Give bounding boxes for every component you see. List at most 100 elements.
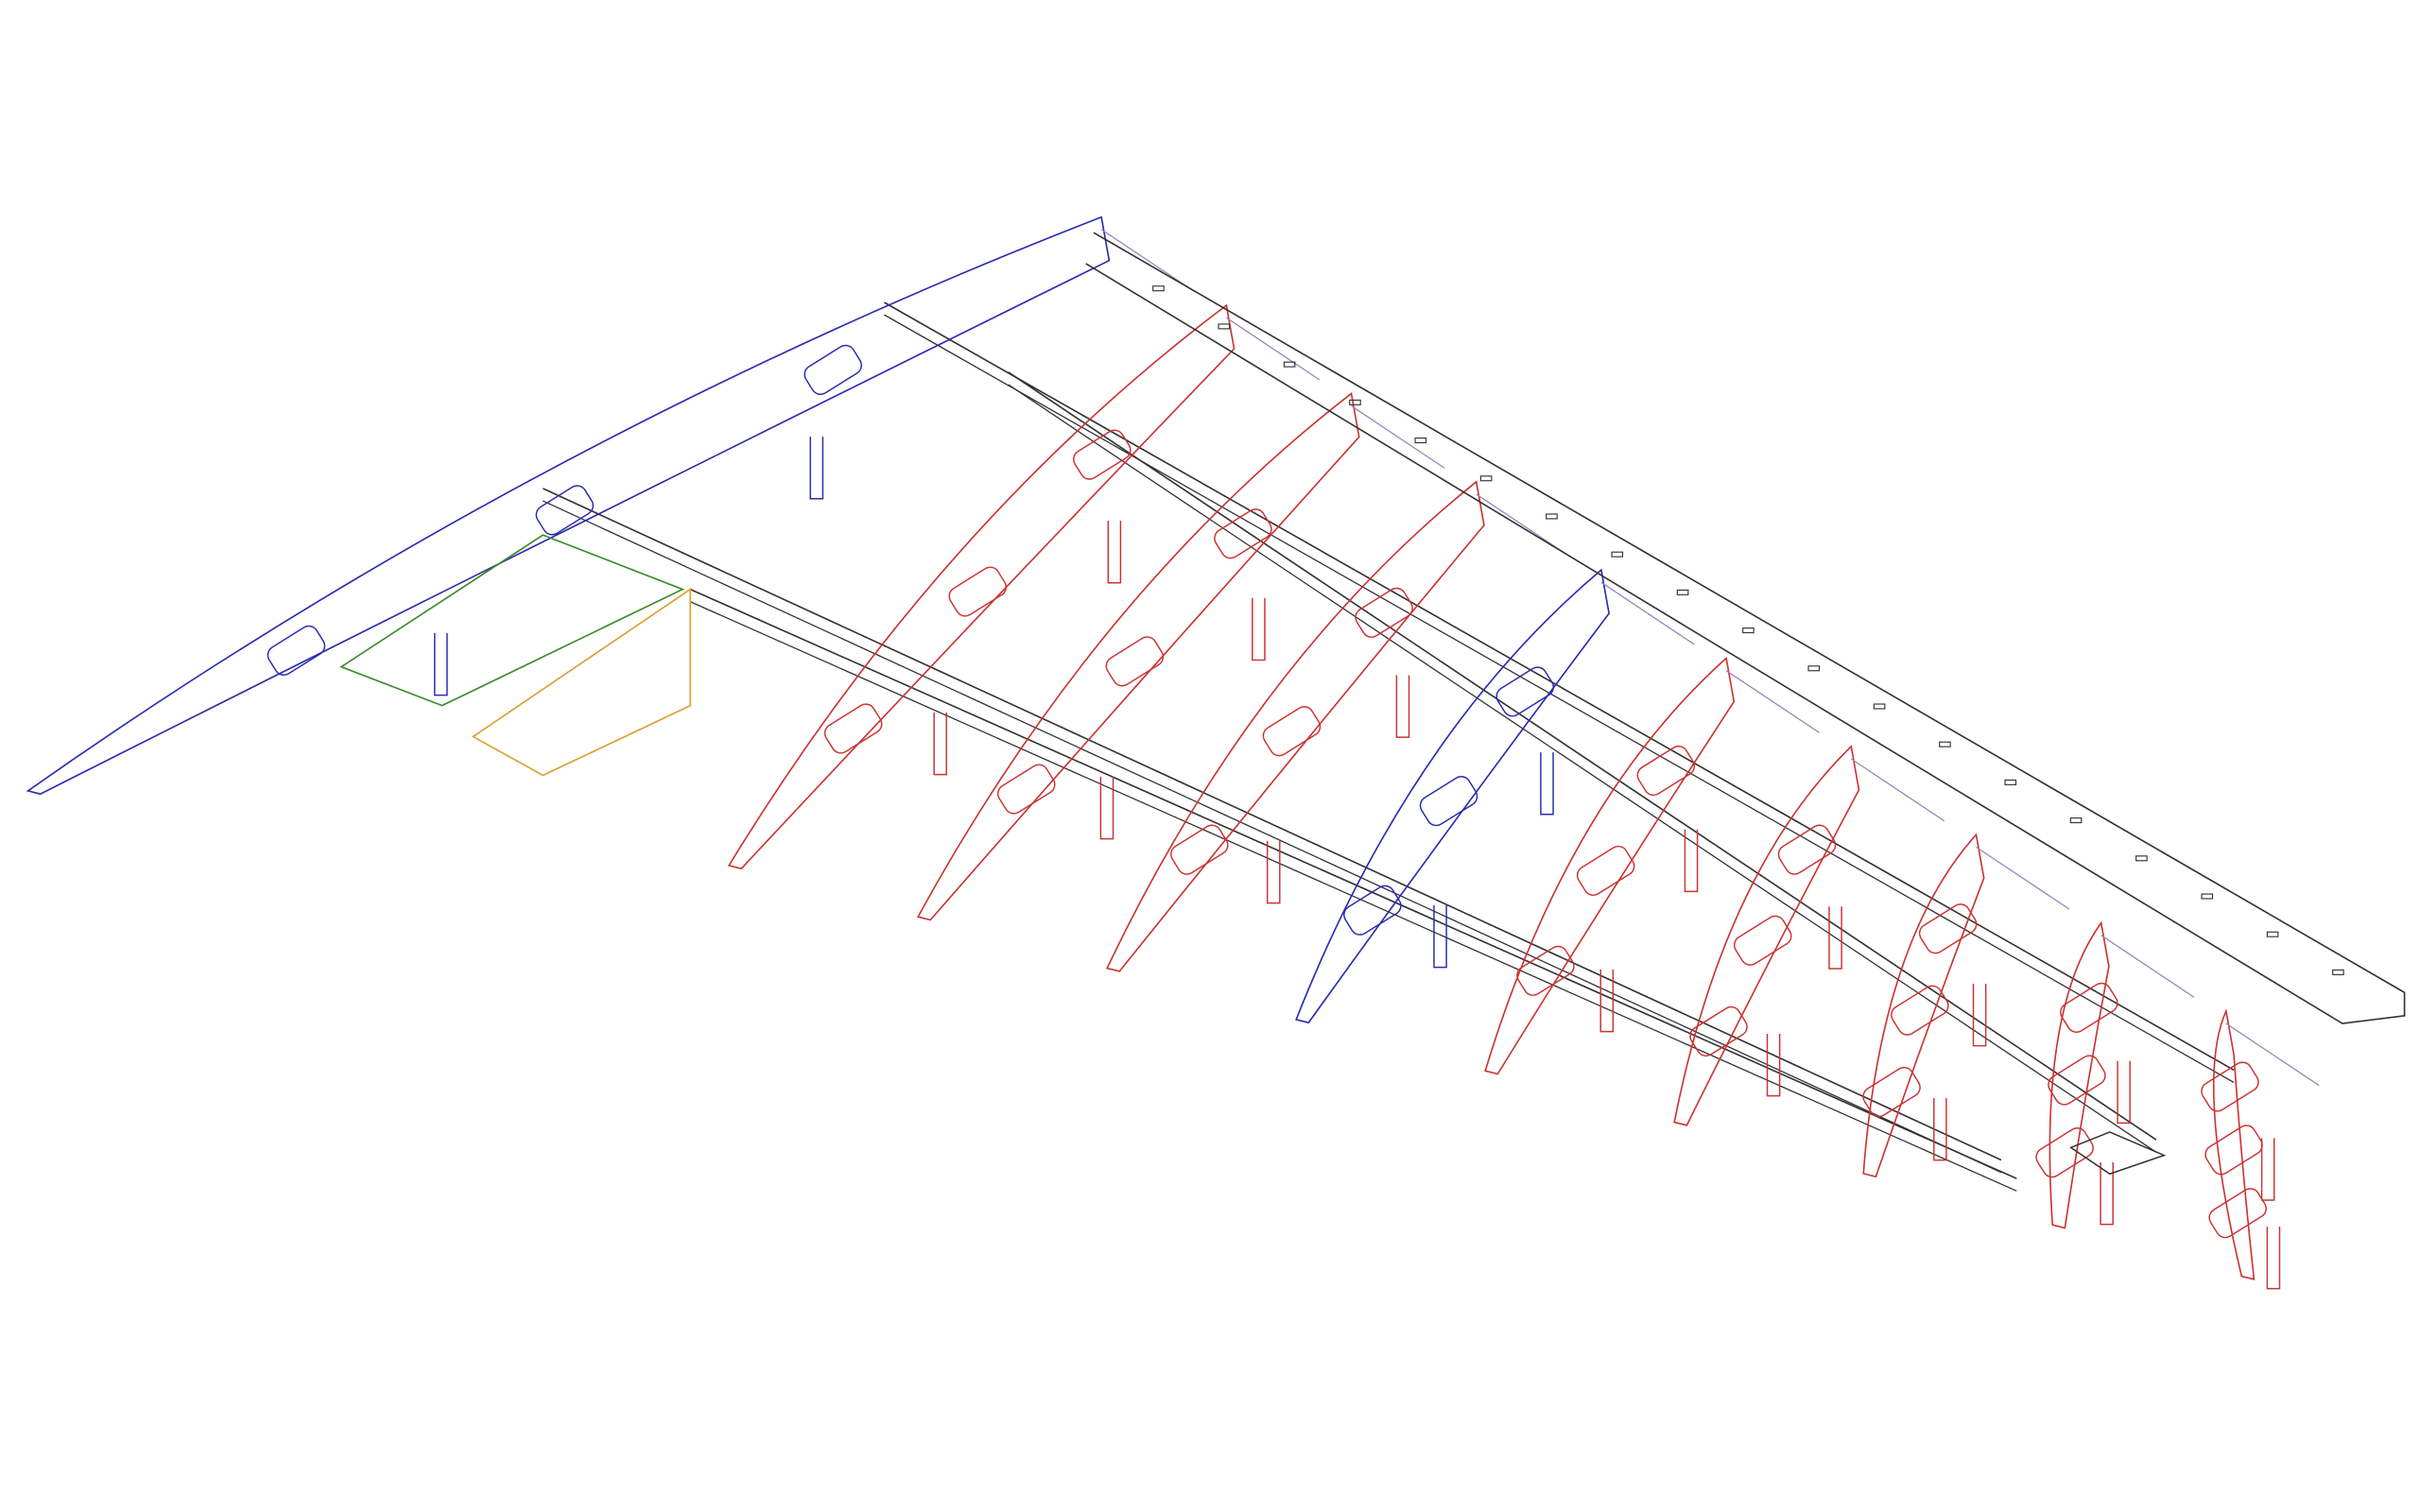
rib [727,303,1321,870]
jig-leg [1684,829,1699,893]
lightening-hole [1516,945,1575,996]
lightening-hole [1419,776,1478,827]
lightening-hole [267,625,326,676]
tab-slot [1939,741,1951,747]
lightening-hole [1777,824,1837,875]
spar-line [543,500,2002,1174]
tab-slot [1546,513,1558,520]
rib-outline [1673,745,1860,1126]
tab-slot [2201,893,2214,900]
tab-slot [2135,855,2148,862]
jig-leg [2100,1161,2114,1226]
rib [1295,568,1695,1024]
tab-slot [1283,361,1296,368]
lightening-hole [1214,508,1272,559]
jig-leg [1972,984,1987,1047]
tab-slot [1349,399,1361,405]
rib [1484,656,1820,1075]
rib [1105,480,1570,972]
rib-outline [2212,1008,2256,1280]
rib-outline [1862,833,1985,1178]
trailing-link [1600,581,1695,645]
trailing-edge-outline [1085,232,2406,1024]
rib-outline [1105,480,1485,972]
lightening-hole [535,485,595,536]
tab-slot [1414,438,1427,444]
jig-leg [2260,1138,2275,1201]
spar-line [1008,371,2157,1141]
lightening-hole [823,703,883,754]
jig-leg [1395,675,1410,738]
lightening-hole [1689,1005,1748,1057]
tab-slot [1152,285,1165,292]
lightening-hole [1343,885,1402,936]
lightening-hole [1733,915,1792,966]
tab-slot [1676,589,1689,595]
root-orange-rib [471,588,692,777]
trailing-link [1976,846,2070,910]
tab-slot [1807,665,1821,672]
lightening-hole [2048,1055,2106,1106]
tab-slot [1479,475,1493,482]
lightening-hole [2204,1125,2263,1176]
rib [2201,1008,2320,1290]
lightening-hole [1262,706,1322,757]
tab-slot [1611,551,1624,558]
tab-slot [2004,779,2017,785]
rib [26,215,1195,796]
lightening-hole [1105,636,1165,687]
trailing-link [2100,935,2195,998]
tab-slot [2332,969,2344,975]
jig-leg [1766,1033,1781,1097]
rib [916,391,1445,921]
lightening-hole [2060,982,2118,1033]
jig-leg [1099,777,1115,840]
jig-leg [1599,969,1615,1033]
tab-slot [2266,931,2279,937]
lightening-hole [1170,824,1229,875]
jig-leg [933,713,947,776]
jig-leg [1933,1097,1947,1161]
spar-line [884,314,2235,1084]
lightening-hole [1918,903,1978,954]
trailing-link [1225,317,1321,381]
rib-outline [1484,656,1736,1075]
spar-line [689,601,2017,1192]
lightening-hole [1355,587,1413,638]
tab-slot [1742,627,1754,634]
jig-leg [2117,1060,2131,1125]
trailing-edge-strip [1085,232,2406,1176]
lightening-hole [1576,845,1635,897]
lightening-hole [1495,666,1554,717]
lightening-hole [1073,429,1132,480]
lightening-hole [804,344,862,395]
tab-slot [2069,817,2083,824]
trailing-link [1351,405,1445,469]
rib-outline [727,303,1236,870]
jig-leg [434,633,448,696]
tab-slot [1218,323,1231,330]
rib-outline [1295,568,1610,1024]
jig-leg [1266,841,1281,904]
rib-outline [2048,920,2110,1229]
rib [1673,745,1945,1126]
rib [1862,833,2070,1178]
rib-outline [916,391,1360,921]
trailing-link [1850,758,1945,822]
tip-plate [2069,1131,2167,1176]
jig-leg [809,437,824,500]
rib [2035,920,2195,1229]
jig-leg [2266,1226,2281,1290]
lightening-hole [1636,745,1696,797]
root-green-plate [339,534,685,707]
lightening-hole [1891,985,1949,1036]
trailing-link [2225,1022,2320,1087]
trailing-link [1725,670,1820,733]
rib-outline [26,215,1111,796]
spar-line [1008,384,2157,1153]
jig-leg [1107,521,1122,584]
ribs [26,215,2320,1290]
tab-slot [1873,703,1886,710]
spar-line [689,588,2017,1179]
